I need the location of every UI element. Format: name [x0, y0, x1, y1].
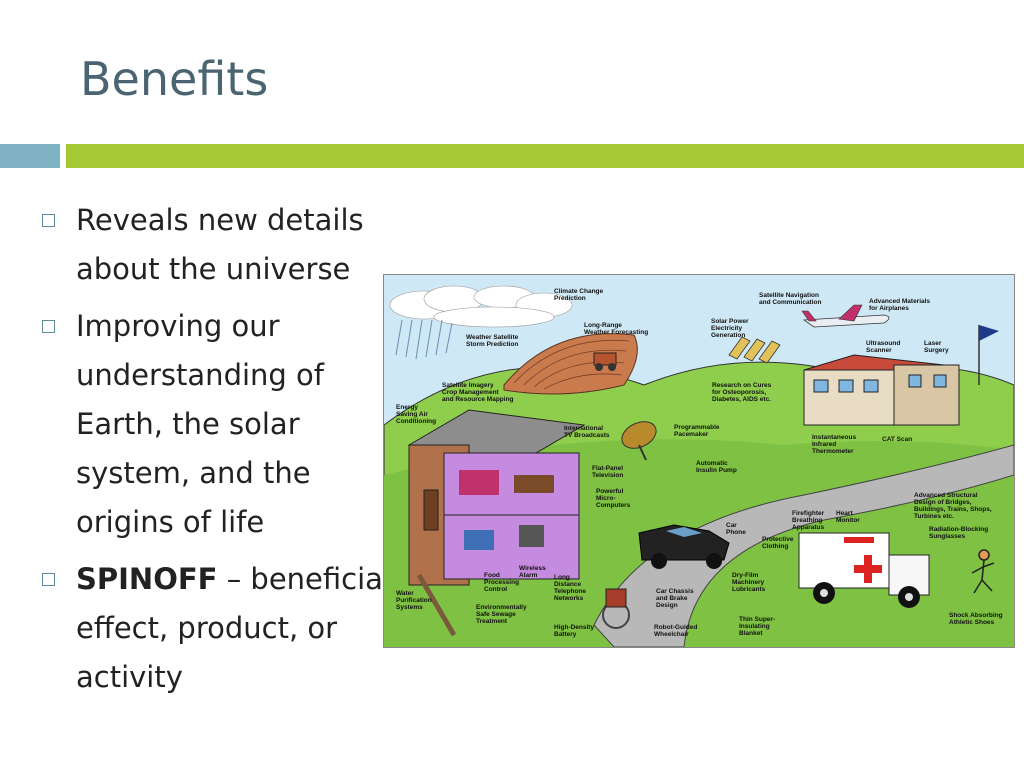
bullet-list: Reveals new details about the universe I…: [40, 196, 400, 710]
square-bullet-icon: [42, 214, 55, 227]
car: [638, 524, 730, 569]
bullet-item: Reveals new details about the universe: [40, 196, 400, 294]
ambulance: [798, 532, 930, 608]
wheelchair: [602, 588, 630, 629]
harvester: [593, 352, 617, 371]
bullet-item: Improving our understanding of Earth, th…: [40, 302, 400, 547]
runner: [971, 549, 995, 594]
label-cat: CAT Scan: [882, 436, 912, 443]
road: [593, 444, 1014, 647]
bullet-text: Reveals new details about the universe: [76, 203, 364, 286]
solar-panels: [728, 336, 781, 364]
plowed-field: [503, 333, 638, 395]
rain: [395, 319, 453, 360]
accent-bar-teal: [0, 144, 60, 168]
accent-bar-green: [66, 144, 1024, 168]
airplane: [801, 304, 890, 328]
bullet-item: SPINOFF – beneficial effect, product, or…: [40, 555, 400, 702]
water-pipe: [416, 573, 457, 637]
field-rows: [513, 339, 630, 390]
bullet-text: – beneficial effect, product, or activit…: [76, 562, 391, 694]
hospital: [803, 325, 999, 426]
square-bullet-icon: [42, 320, 55, 333]
house: [407, 409, 586, 586]
satellite-dish: [621, 421, 657, 461]
square-bullet-icon: [42, 573, 55, 586]
bullet-bold-term: SPINOFF: [76, 562, 218, 596]
bullet-text: Improving our understanding of Earth, th…: [76, 309, 324, 539]
slide-title: Benefits: [80, 52, 269, 106]
clouds: [389, 285, 573, 328]
